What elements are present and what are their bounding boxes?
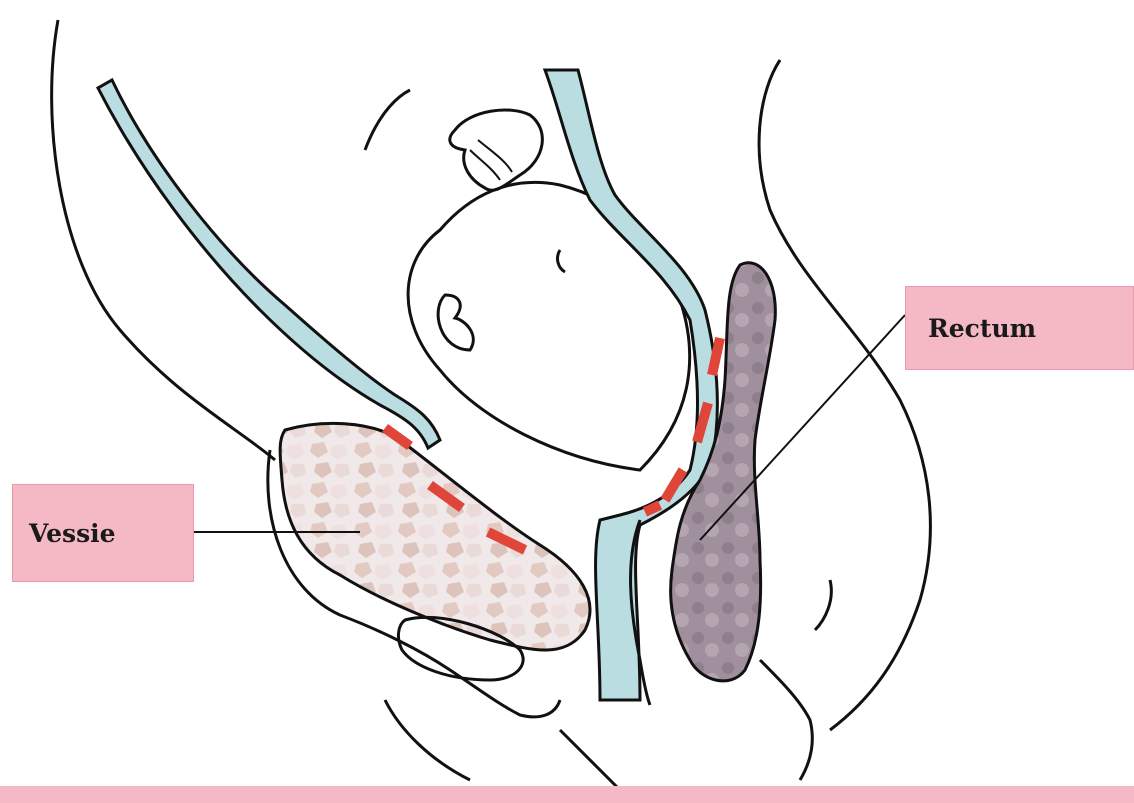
- body-outline-back: [52, 20, 275, 460]
- bottom-label-band: [0, 786, 1134, 803]
- rectum-label-text: Rectum: [928, 314, 1036, 343]
- fetus-ear: [438, 295, 473, 350]
- fetus-forehead: [365, 90, 410, 150]
- fetus-hand: [450, 110, 543, 190]
- rectum-label: Rectum: [905, 286, 1134, 370]
- vessie-label: Vessie: [12, 484, 194, 582]
- body-outline-front: [759, 60, 930, 730]
- buttock-curve: [760, 660, 812, 780]
- fetus-eye: [558, 250, 565, 272]
- abdominal-fluid-channel: [98, 80, 440, 448]
- thigh-curve: [385, 700, 470, 780]
- vessie-label-text: Vessie: [29, 519, 116, 548]
- fetus-head: [408, 182, 690, 470]
- thigh-curve-2: [560, 730, 620, 790]
